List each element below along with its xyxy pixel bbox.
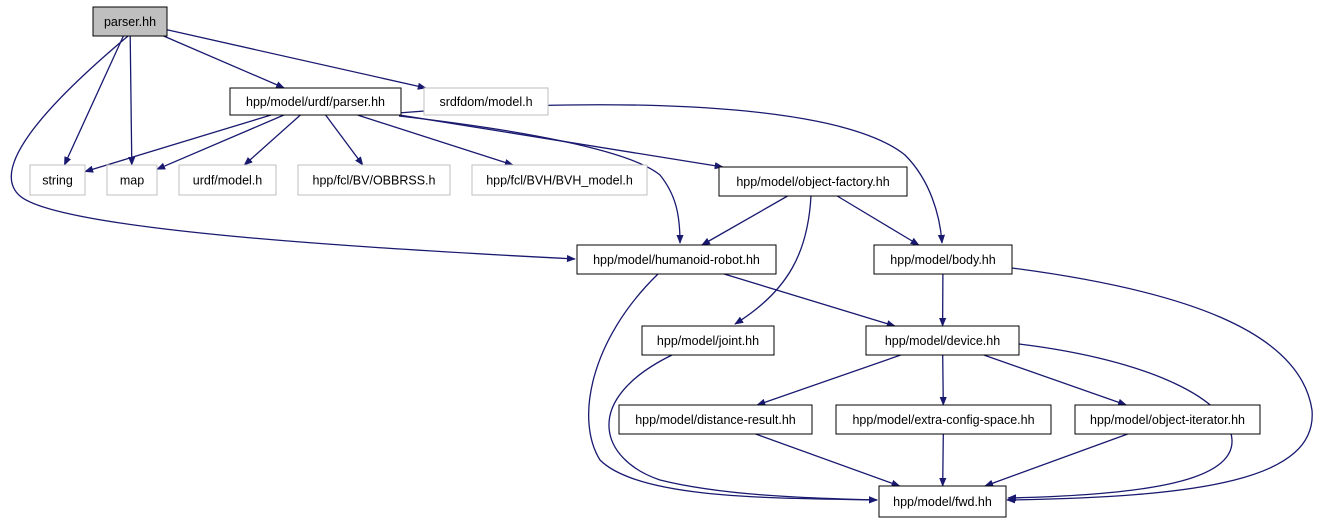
node-box: [618, 404, 813, 435]
edge-extra-config-to-fwd: [939, 433, 947, 487]
edge-urdf-parser-to-humanoid-robot: [398, 115, 684, 244]
node-label: hpp/model/object-factory.hh: [736, 175, 889, 189]
node-label: hpp/model/urdf/parser.hh: [246, 95, 385, 109]
edge-object-iterator-to-fwd: [984, 433, 1128, 487]
node-label: urdf/model.h: [193, 174, 263, 188]
edge-device-to-fwd: [1007, 343, 1233, 502]
node-box: [878, 485, 1007, 518]
edge-object-factory-to-joint: [734, 195, 812, 325]
node-label: parser.hh: [104, 15, 156, 29]
node-box: [641, 325, 775, 356]
node-box: [835, 404, 1052, 435]
node-label: hpp/model/object-iterator.hh: [1090, 413, 1245, 427]
node-label: srdfdom/model.h: [439, 95, 532, 109]
node-box: [92, 6, 168, 37]
node-extra-config[interactable]: hpp/model/extra-config-space.hh: [835, 404, 1052, 435]
node-label: string: [42, 174, 73, 188]
edge-root-to-srdfdom: [166, 29, 427, 90]
node-string: string: [29, 164, 86, 196]
node-label: hpp/fcl/BVH/BVH_model.h: [486, 174, 633, 188]
node-object-iterator[interactable]: hpp/model/object-iterator.hh: [1074, 404, 1261, 435]
node-root[interactable]: parser.hh: [92, 6, 168, 37]
edge-urdf-parser-to-map: [156, 114, 285, 170]
node-box: [1074, 404, 1261, 435]
edge-device-to-object-iterator: [983, 354, 1128, 406]
node-label: hpp/fcl/BV/OBBRSS.h: [313, 174, 436, 188]
edge-root-to-urdf-parser: [163, 35, 286, 89]
edge-root-to-map: [128, 35, 136, 166]
node-box: [471, 164, 648, 196]
node-map: map: [106, 164, 158, 196]
node-device[interactable]: hpp/model/device.hh: [865, 325, 1020, 356]
edge-root-to-string: [63, 35, 124, 166]
node-label: hpp/model/body.hh: [890, 253, 995, 267]
node-box: [29, 164, 86, 196]
node-box: [718, 166, 908, 197]
node-label: hpp/model/joint.hh: [657, 334, 759, 348]
node-label: hpp/model/extra-config-space.hh: [852, 413, 1034, 427]
node-box: [873, 244, 1013, 275]
node-label: hpp/model/humanoid-robot.hh: [593, 253, 760, 267]
node-box: [106, 164, 158, 196]
node-urdf-parser[interactable]: hpp/model/urdf/parser.hh: [229, 87, 402, 116]
node-object-factory[interactable]: hpp/model/object-factory.hh: [718, 166, 908, 197]
node-box: [297, 164, 451, 196]
edge-urdf-parser-to-urdf-model: [243, 114, 301, 166]
node-joint[interactable]: hpp/model/joint.hh: [641, 325, 775, 356]
edges-layer: [10, 29, 1313, 504]
edge-root-to-humanoid-robot: [10, 35, 576, 263]
node-box: [229, 87, 402, 116]
node-srdfdom: srdfdom/model.h: [423, 87, 549, 116]
edge-humanoid-robot-to-device: [723, 273, 896, 328]
node-box: [178, 164, 277, 196]
edge-object-factory-to-humanoid-robot: [701, 195, 788, 246]
node-box: [576, 244, 777, 275]
edge-urdf-parser-to-bvh-model: [357, 114, 514, 166]
node-fwd[interactable]: hpp/model/fwd.hh: [878, 485, 1007, 518]
node-label: map: [120, 174, 144, 188]
edge-joint-to-fwd: [608, 354, 878, 504]
edge-device-to-extra-config: [939, 354, 947, 406]
edge-body-to-fwd: [1006, 267, 1313, 504]
node-humanoid-robot[interactable]: hpp/model/humanoid-robot.hh: [576, 244, 777, 275]
edge-urdf-parser-to-obbrss: [325, 114, 364, 166]
edge-object-factory-to-body: [836, 195, 920, 246]
node-urdf-model: urdf/model.h: [178, 164, 277, 196]
edge-distance-result-to-fwd: [755, 433, 901, 487]
edge-humanoid-robot-to-fwd: [588, 273, 878, 504]
nodes-layer: parser.hh hpp/model/urdf/parser.hh srdfdom…: [29, 6, 1261, 518]
node-distance-result[interactable]: hpp/model/distance-result.hh: [618, 404, 813, 435]
node-box: [865, 325, 1020, 356]
node-label: hpp/model/device.hh: [885, 334, 1000, 348]
node-box: [423, 87, 549, 116]
edge-urdf-parser-to-string: [84, 114, 272, 173]
edge-device-to-distance-result: [756, 354, 902, 406]
node-bvh-model: hpp/fcl/BVH/BVH_model.h: [471, 164, 648, 196]
node-obbrss: hpp/fcl/BV/OBBRSS.h: [297, 164, 451, 196]
node-body[interactable]: hpp/model/body.hh: [873, 244, 1013, 275]
node-label: hpp/model/distance-result.hh: [635, 413, 796, 427]
node-label: hpp/model/fwd.hh: [893, 495, 992, 509]
